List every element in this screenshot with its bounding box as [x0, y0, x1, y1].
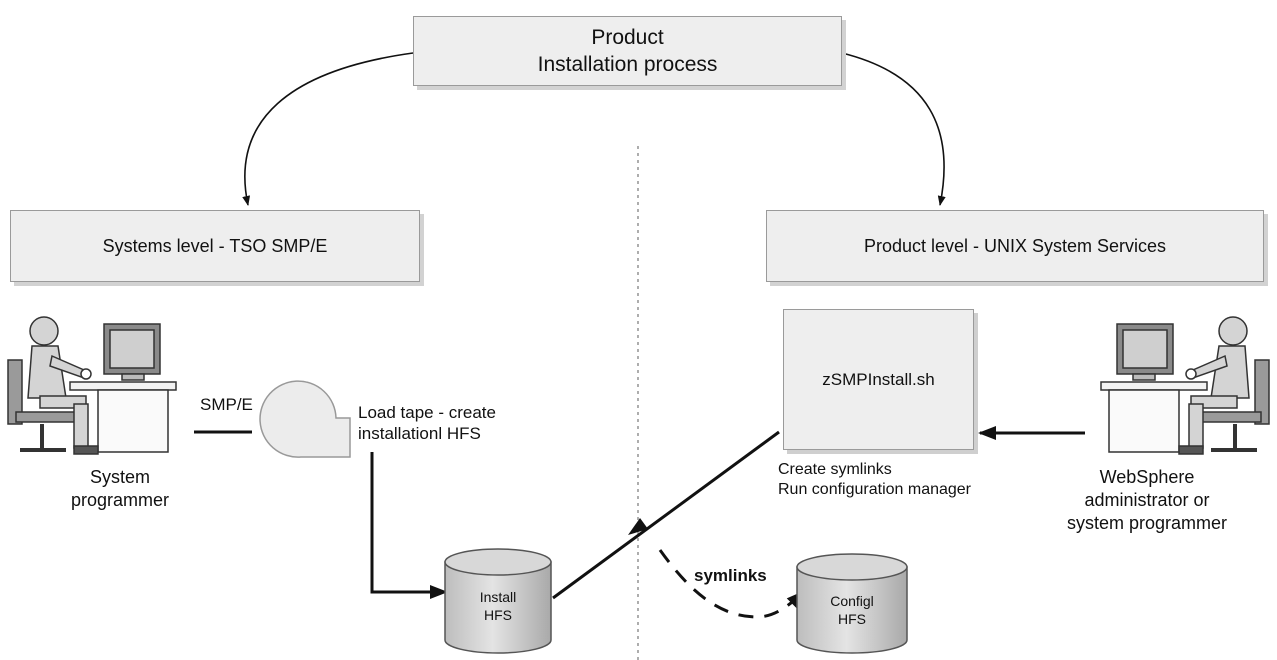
install-hfs-line2: HFS [484, 607, 512, 623]
arrow-tape-to-install-hfs [370, 452, 448, 599]
tape-reel-icon [259, 380, 351, 458]
top-box-line1: Product [591, 26, 664, 49]
script-caption-line2: Run configuration manager [778, 481, 972, 498]
install-hfs-line1: Install [479, 589, 517, 605]
systems-level-label: Systems level - TSO SMP/E [102, 235, 328, 256]
top-box-line2: Installation process [537, 53, 718, 76]
system-programmer-line1: System [89, 467, 150, 487]
product-level-label: Product level - UNIX System Services [863, 235, 1167, 256]
disk-cylinder-icon [796, 553, 908, 654]
symlinks-label: symlinks [694, 566, 767, 585]
config-hfs-line2: HFS [838, 611, 866, 627]
person-at-computer-icon [7, 316, 177, 455]
install-hfs-label: Install HFS [460, 588, 536, 624]
arrow-head-on-link [628, 518, 648, 535]
system-programmer-label: System programmer [40, 466, 200, 512]
arrow-to-product-level [841, 52, 946, 206]
config-hfs-label: Configl HFS [814, 592, 890, 628]
zsmpinstall-script-box: zSMPInstall.sh [783, 309, 974, 450]
product-level-box: Product level - UNIX System Services [766, 210, 1264, 282]
link-install-hfs-to-script [552, 430, 780, 600]
websphere-admin-line2: administrator or [1084, 490, 1210, 510]
script-caption: Create symlinks Run configuration manage… [778, 460, 971, 500]
script-box-label: zSMPInstall.sh [822, 370, 935, 389]
websphere-admin-line1: WebSphere [1099, 467, 1195, 487]
script-caption-line1: Create symlinks [778, 461, 892, 478]
load-tape-line1: Load tape - create [358, 403, 496, 422]
websphere-admin-label: WebSphere administrator or system progra… [1032, 466, 1262, 535]
systems-level-box: Systems level - TSO SMP/E [10, 210, 420, 282]
load-tape-line2: installationl HFS [358, 424, 481, 443]
product-installation-box: Product Installation process [413, 16, 842, 86]
load-tape-label: Load tape - create installationl HFS [358, 402, 496, 444]
websphere-admin-line3: system programmer [1066, 513, 1228, 533]
system-programmer-line2: programmer [70, 490, 170, 510]
smpe-label: SMP/E [200, 395, 253, 414]
person-at-computer-icon [1100, 316, 1270, 455]
config-hfs-line1: Configl [830, 593, 874, 609]
disk-cylinder-icon [444, 548, 552, 654]
arrow-to-systems-level [242, 52, 414, 206]
symlinks-dashed-arrow [658, 549, 805, 619]
